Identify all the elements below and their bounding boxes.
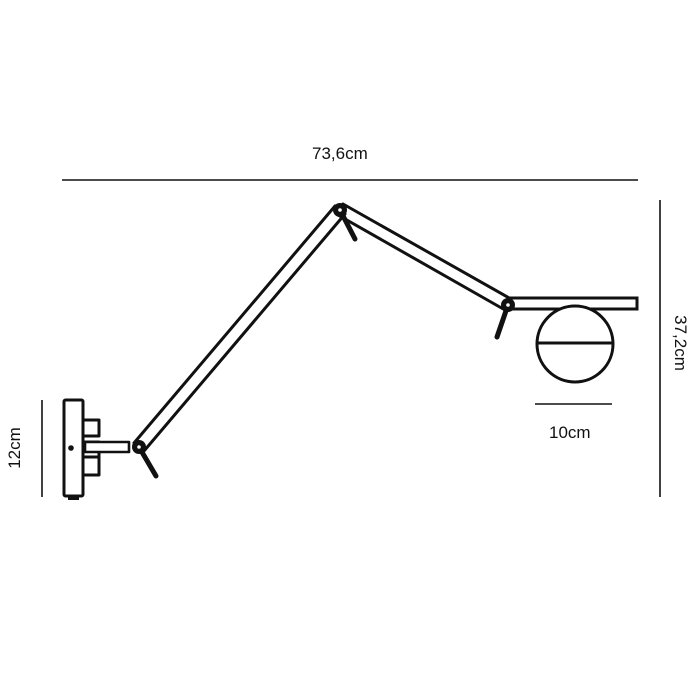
total-height-label: 37,2cm — [670, 315, 690, 371]
lower-arm — [132, 204, 347, 453]
joint-base — [132, 440, 159, 479]
wall-plate — [62, 398, 131, 500]
shade-diameter-label: 10cm — [549, 423, 591, 442]
joint-elbow — [333, 203, 358, 242]
globe-shade — [535, 304, 615, 384]
upper-arm — [336, 202, 513, 312]
dimension-lines — [41, 179, 661, 497]
total-width-label: 73,6cm — [312, 144, 368, 163]
wall-plate-height-label: 12cm — [4, 427, 24, 469]
joint-head — [494, 298, 515, 340]
